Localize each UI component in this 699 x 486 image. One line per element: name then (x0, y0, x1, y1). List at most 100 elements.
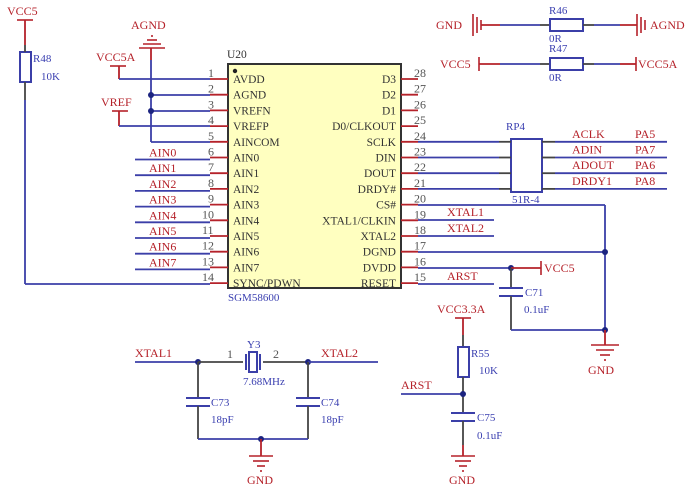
pin1-marker (232, 68, 238, 74)
pin-name: D1 (382, 105, 396, 117)
c74-ref: C74 (321, 397, 340, 409)
left-power-nets: AGND VCC5A VREF (96, 18, 210, 143)
agnd-label-top: AGND (131, 18, 166, 32)
pin-number: 10 (202, 207, 214, 221)
pin-number: 13 (202, 254, 214, 268)
pin-number: 22 (414, 160, 426, 174)
pin-name: VREFN (233, 105, 271, 117)
pin-name: SCLK (367, 137, 397, 149)
r48-value: 10K (41, 71, 60, 83)
y3-body (248, 351, 258, 373)
c74-value: 18pF (321, 414, 344, 426)
xtal1-net-label: XTAL1 (447, 205, 484, 219)
pin-number: 20 (414, 192, 426, 206)
ain-net-label: AIN1 (149, 161, 176, 175)
pin-name: D3 (382, 74, 396, 86)
r46-ref: R46 (549, 5, 568, 17)
vcc5a-label-r47: VCC5A (638, 57, 678, 71)
gnd-symbol-crystal (249, 455, 273, 472)
pin-name: DRDY# (358, 184, 397, 196)
r47-ref: R47 (549, 43, 568, 55)
agnd-label-right: AGND (650, 18, 685, 32)
c71-ref: C71 (525, 287, 543, 299)
gnd-label-reset: GND (449, 473, 475, 486)
r55-body (457, 346, 470, 378)
pin-number: 17 (414, 239, 426, 253)
rp4-port-label: PA6 (635, 158, 655, 172)
pin-name: RESET (361, 278, 396, 290)
crystal-circuit: XTAL1 1 2 Y3 7.68MHz XTAL2 C73 18pF C74 … (135, 339, 378, 486)
gnd-label-right: GND (588, 363, 614, 377)
pin-name: DIN (376, 153, 397, 165)
pin-name: DOUT (364, 168, 396, 180)
pin-name: CS# (376, 200, 396, 212)
pin-number: 4 (208, 113, 214, 127)
pin-name: AGND (233, 90, 266, 102)
ain-net-label: AIN6 (149, 240, 176, 254)
r55-ref: R55 (471, 348, 490, 360)
pin-number: 9 (208, 192, 214, 206)
pin-name: AIN0 (233, 153, 259, 165)
c75-ref: C75 (477, 412, 496, 424)
r48-body (19, 51, 32, 83)
pin-number: 21 (414, 176, 426, 190)
r47-body (549, 57, 584, 71)
xtal2-net-label: XTAL2 (447, 221, 484, 235)
pin-number: 7 (208, 160, 214, 174)
pin-name: D2 (382, 90, 396, 102)
rp4-port-label: PA7 (635, 143, 655, 157)
pin-name: AIN3 (233, 200, 259, 212)
r46-body (549, 18, 584, 32)
vcc5a-label-left: VCC5A (96, 50, 136, 64)
pin-name: XTAL2 (361, 231, 397, 243)
pin-number: 23 (414, 145, 426, 159)
ain-net-label: AIN0 (149, 146, 176, 160)
c73-ref: C73 (211, 397, 230, 409)
right-side-nets: XTAL1 XTAL2 VCC5 ARST C71 0.1uF GND (418, 204, 619, 377)
arst-net-label: ARST (447, 269, 478, 283)
pin-name: DVDD (363, 262, 396, 274)
pin-number: 2 (208, 82, 214, 96)
r48-group: VCC5 R48 10K (7, 4, 210, 285)
ain-net-label: AIN3 (149, 193, 176, 207)
agnd-symbol-right (636, 14, 646, 36)
pin-name: AVDD (233, 74, 265, 86)
pin-number: 3 (208, 97, 214, 111)
pin-number: 11 (202, 223, 214, 237)
rp4-signal-label: ADOUT (572, 158, 615, 172)
pin-number: 14 (202, 270, 214, 284)
vcc5-label-dvdd: VCC5 (544, 261, 575, 275)
pin-number: 15 (414, 270, 426, 284)
ain-net-label: AIN4 (149, 208, 176, 222)
gnd-symbol-reset (451, 455, 475, 472)
r48-ref: R48 (33, 53, 52, 65)
reset-network: VCC3.3A R55 10K ARST C75 0.1uF GND (401, 302, 502, 486)
r46-value: 0R (549, 33, 563, 45)
y3-pin1: 1 (227, 347, 233, 361)
agnd-symbol-top (139, 35, 165, 49)
r47-value: 0R (549, 72, 563, 84)
y3-value: 7.68MHz (243, 376, 285, 388)
c73-value: 18pF (211, 414, 234, 426)
pin-number: 5 (208, 129, 214, 143)
pin-number: 24 (414, 129, 426, 143)
ain-net-label: AIN7 (149, 255, 176, 269)
rp4-value: 51R-4 (512, 194, 540, 206)
pin-number: 16 (414, 254, 426, 268)
rp4-port-label: PA5 (635, 127, 655, 141)
arst-label-reset: ARST (401, 378, 432, 392)
vref-label: VREF (101, 95, 132, 109)
rp4-signal-label: DRDY1 (572, 174, 612, 188)
pin-name: AIN2 (233, 184, 259, 196)
y3-pin2: 2 (273, 347, 279, 361)
chip-body (227, 63, 402, 289)
pin-name: AIN5 (233, 231, 259, 243)
pin-number: 18 (414, 223, 426, 237)
gnd-label-crystal: GND (247, 473, 273, 486)
ain-net-label: AIN2 (149, 177, 176, 191)
chip-part: SGM58600 (228, 292, 280, 304)
